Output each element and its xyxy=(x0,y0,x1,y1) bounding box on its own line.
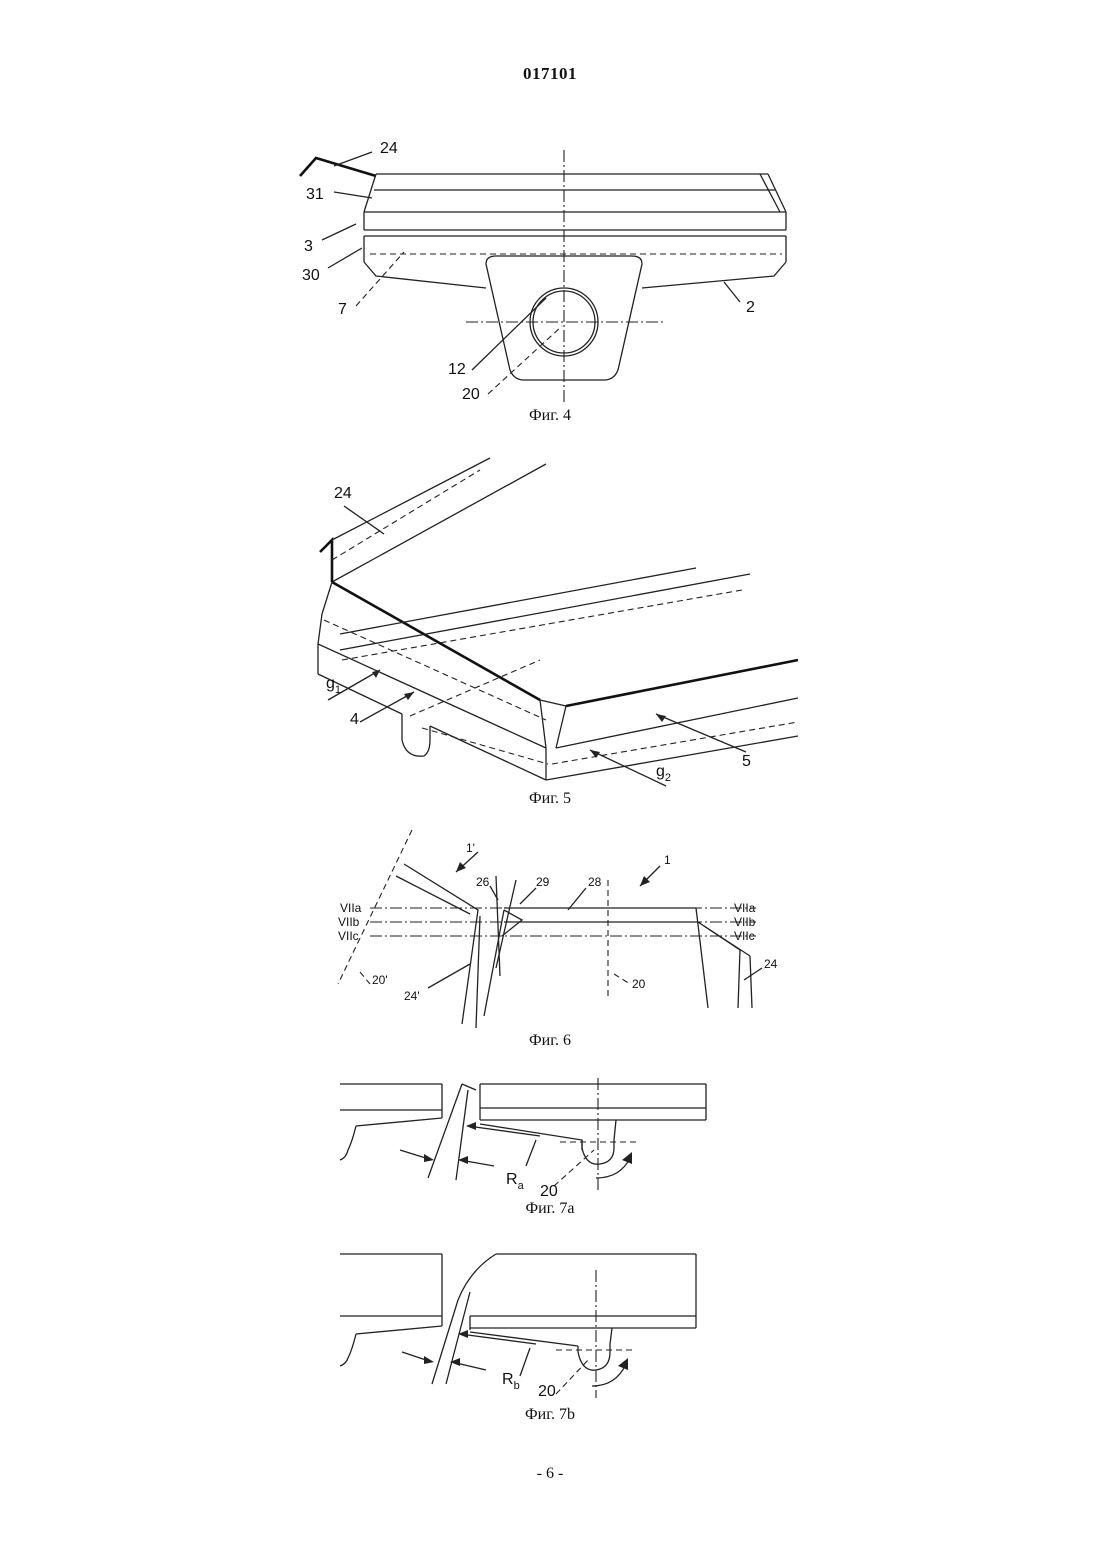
label-20: 20 xyxy=(538,1383,556,1400)
label-R-b: Rb xyxy=(502,1371,520,1392)
figure-7b: Rb 20 xyxy=(0,0,1100,1420)
figure-7b-caption: Фиг. 7b xyxy=(0,1406,1100,1424)
page-number: - 6 - xyxy=(0,1465,1100,1483)
figure-7b-drawing: Rb 20 xyxy=(0,0,1100,1420)
